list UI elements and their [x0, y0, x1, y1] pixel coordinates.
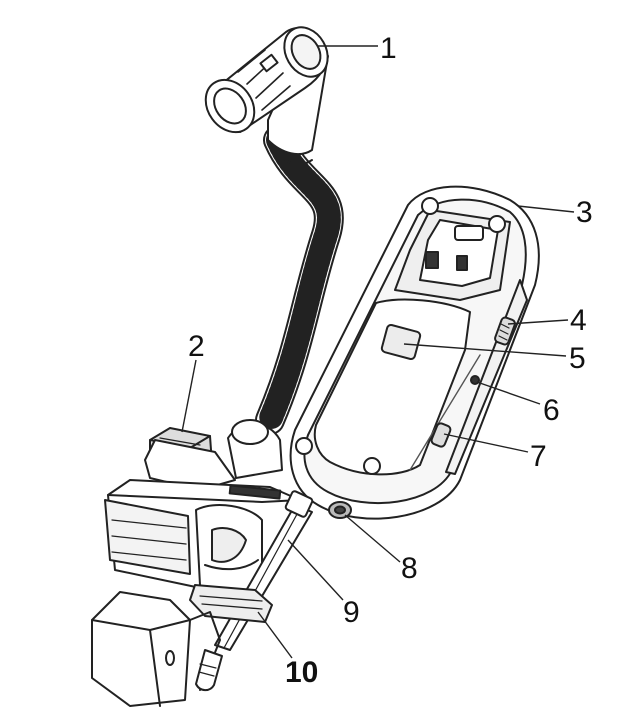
callout-10: 10	[285, 656, 318, 689]
callout-6: 6	[543, 394, 560, 427]
callout-3: 3	[576, 196, 593, 229]
callout-2: 2	[188, 330, 205, 363]
callout-labels: 1 2 3 4 5 6 7 8 9 10	[188, 32, 593, 689]
callout-8: 8	[401, 552, 418, 585]
callout-4: 4	[570, 304, 587, 337]
gooseneck	[255, 125, 344, 435]
callout-5: 5	[569, 342, 586, 375]
callout-9: 9	[343, 596, 360, 629]
clamp-assembly	[91, 419, 314, 707]
battery-door-latch[interactable]	[380, 323, 422, 361]
microphone-head	[204, 26, 329, 166]
side-button[interactable]	[430, 422, 452, 448]
callout-7: 7	[530, 440, 547, 473]
leader-lines	[181, 45, 575, 659]
callout-1: 1	[380, 32, 397, 65]
bodypack-transmitter	[289, 185, 540, 520]
